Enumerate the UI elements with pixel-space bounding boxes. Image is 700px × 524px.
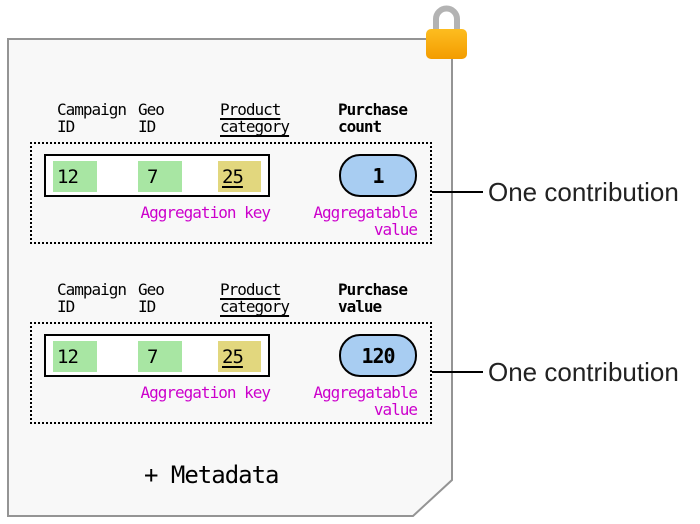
aggregation-key-label: Aggregation key: [140, 383, 272, 402]
key-cell-product-category-value: 25: [222, 165, 244, 188]
contribution-record-1: Campaign ID Geo ID Product category Purc…: [30, 100, 679, 244]
lock-shackle: [433, 5, 460, 31]
field-header-purchase-count: Purchase count: [338, 100, 408, 136]
field-header-geo-id: Geo ID: [138, 280, 165, 316]
contribution-connector-line: [432, 371, 483, 373]
field-header-purchase-value: Purchase value: [338, 280, 408, 316]
aggregatable-value-label: Aggregatable value: [313, 203, 418, 239]
field-header-geo-id: Geo ID: [138, 100, 165, 136]
key-cell-geo-id: 7: [138, 161, 182, 192]
aggregatable-value-pill: 1: [339, 154, 417, 197]
field-header-product-category: Product category: [220, 100, 290, 136]
key-cell-campaign-id: 12: [53, 341, 97, 372]
aggregatable-value-label: Aggregatable value: [313, 383, 418, 419]
key-cell-campaign-id: 12: [53, 161, 97, 192]
field-header-campaign-id: Campaign ID: [57, 280, 127, 316]
aggregatable-value-pill: 120: [339, 334, 417, 377]
field-header-product-category: Product category: [220, 280, 290, 316]
key-cell-geo-id: 7: [138, 341, 182, 372]
contribution-connector-line: [432, 191, 483, 193]
one-contribution-annotation: One contribution: [488, 357, 679, 387]
key-cell-product-category: 25: [218, 341, 261, 372]
key-cell-product-category-value: 25: [222, 345, 244, 368]
contribution-record-2: Campaign ID Geo ID Product category Purc…: [0, 180, 700, 442]
aggregation-key-label: Aggregation key: [140, 203, 272, 222]
one-contribution-annotation: One contribution: [488, 177, 679, 207]
field-header-campaign-id: Campaign ID: [57, 100, 127, 136]
metadata-note: + Metadata: [144, 461, 279, 489]
key-cell-product-category: 25: [218, 161, 261, 192]
contribution-boundary: [30, 142, 432, 244]
lock-body: [426, 29, 467, 59]
lock-icon: [426, 5, 467, 59]
contribution-boundary: [30, 322, 432, 424]
